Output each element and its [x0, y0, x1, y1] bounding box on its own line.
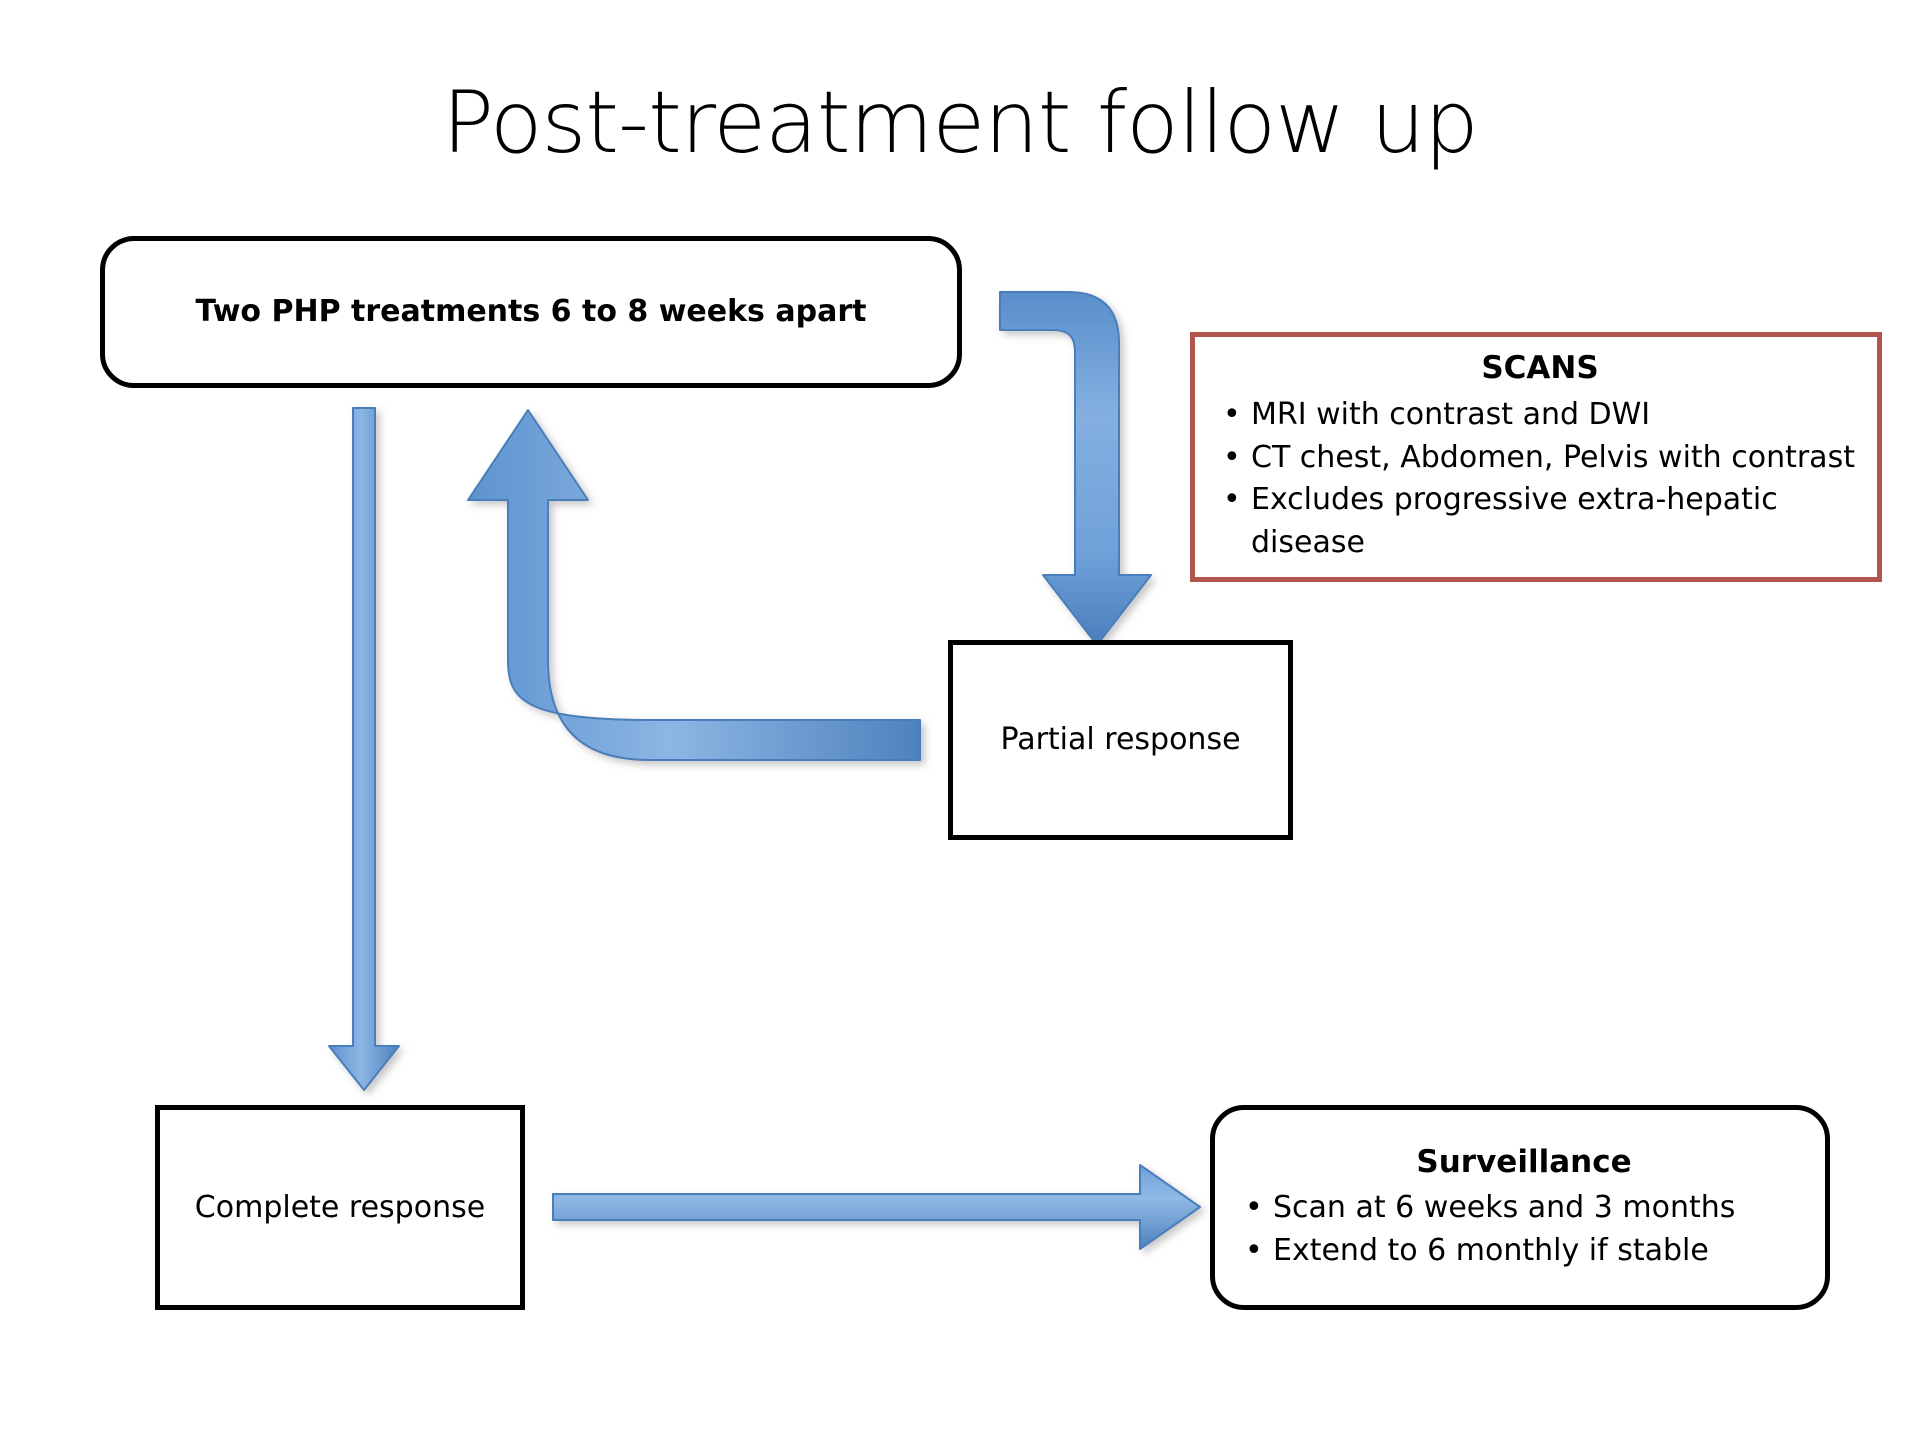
arrow-complete-response-to-surveillance	[552, 1164, 1201, 1250]
node-two-php-treatments[interactable]: Two PHP treatments 6 to 8 weeks apart	[100, 236, 962, 388]
node-complete-response-label: Complete response	[194, 1189, 486, 1225]
node-surveillance-heading: Surveillance	[1416, 1143, 1632, 1180]
node-scans[interactable]: SCANS MRI with contrast and DWI CT chest…	[1190, 332, 1882, 582]
list-item: Extend to 6 monthly if stable	[1233, 1230, 1815, 1273]
node-surveillance-bullet-list: Scan at 6 weeks and 3 months Extend to 6…	[1233, 1187, 1815, 1272]
node-complete-response[interactable]: Complete response	[155, 1105, 525, 1310]
arrow-two-php-to-partial-response	[999, 291, 1152, 646]
node-scans-heading: SCANS	[1481, 350, 1599, 387]
arrow-partial-response-to-two-php	[467, 409, 921, 761]
arrow-two-php-to-complete-response	[328, 407, 400, 1091]
node-partial-response[interactable]: Partial response	[948, 640, 1293, 840]
list-item: Scan at 6 weeks and 3 months	[1233, 1187, 1815, 1230]
node-surveillance[interactable]: Surveillance Scan at 6 weeks and 3 month…	[1210, 1105, 1830, 1310]
node-two-php-label: Two PHP treatments 6 to 8 weeks apart	[195, 294, 867, 329]
node-scans-bullet-list: MRI with contrast and DWI CT chest, Abdo…	[1211, 394, 1869, 564]
list-item: Excludes progressive extra-hepatic disea…	[1211, 479, 1869, 564]
list-item: CT chest, Abdomen, Pelvis with contrast	[1211, 437, 1869, 480]
node-partial-response-label: Partial response	[1000, 722, 1241, 757]
page-title: Post-treatment follow up	[442, 73, 1479, 173]
list-item: MRI with contrast and DWI	[1211, 394, 1869, 437]
